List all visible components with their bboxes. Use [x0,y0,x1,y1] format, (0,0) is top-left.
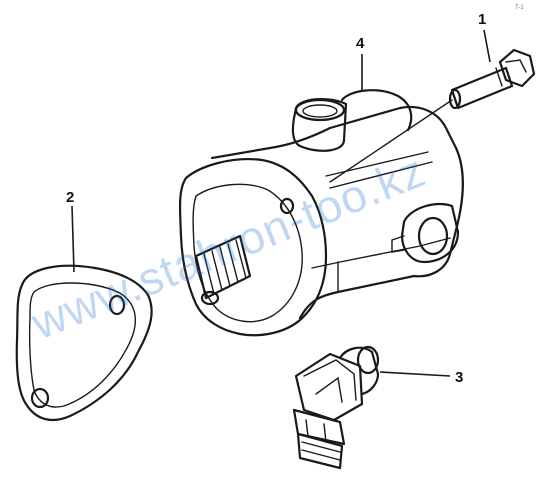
callout-4: 4 [356,35,365,52]
elbow-fitting-part [292,345,380,470]
elbow-outlet [356,345,380,375]
leader-line-3 [379,371,451,377]
pump-housing-part [178,89,464,337]
side-port-opening [417,216,449,256]
callout-3: 3 [455,369,463,386]
top-port-opening [294,98,346,122]
gasket-bolt-hole-upper [108,294,126,316]
leader-line-1 [483,29,491,63]
bolt-hex-head [498,48,536,88]
flange-bolt-hole [279,197,295,215]
watermark-text: www.stahron-too.kz [23,144,432,350]
gasket-part [15,264,153,422]
bolt-axis-line [329,99,453,183]
leader-line-2 [71,205,75,273]
gasket-bolt-hole-lower [30,387,50,409]
callout-2: 2 [66,189,74,206]
corner-mark: T-1 [515,5,524,11]
spline-shaft [194,234,252,300]
callout-1: 1 [478,11,486,28]
bolt-part [448,48,536,110]
